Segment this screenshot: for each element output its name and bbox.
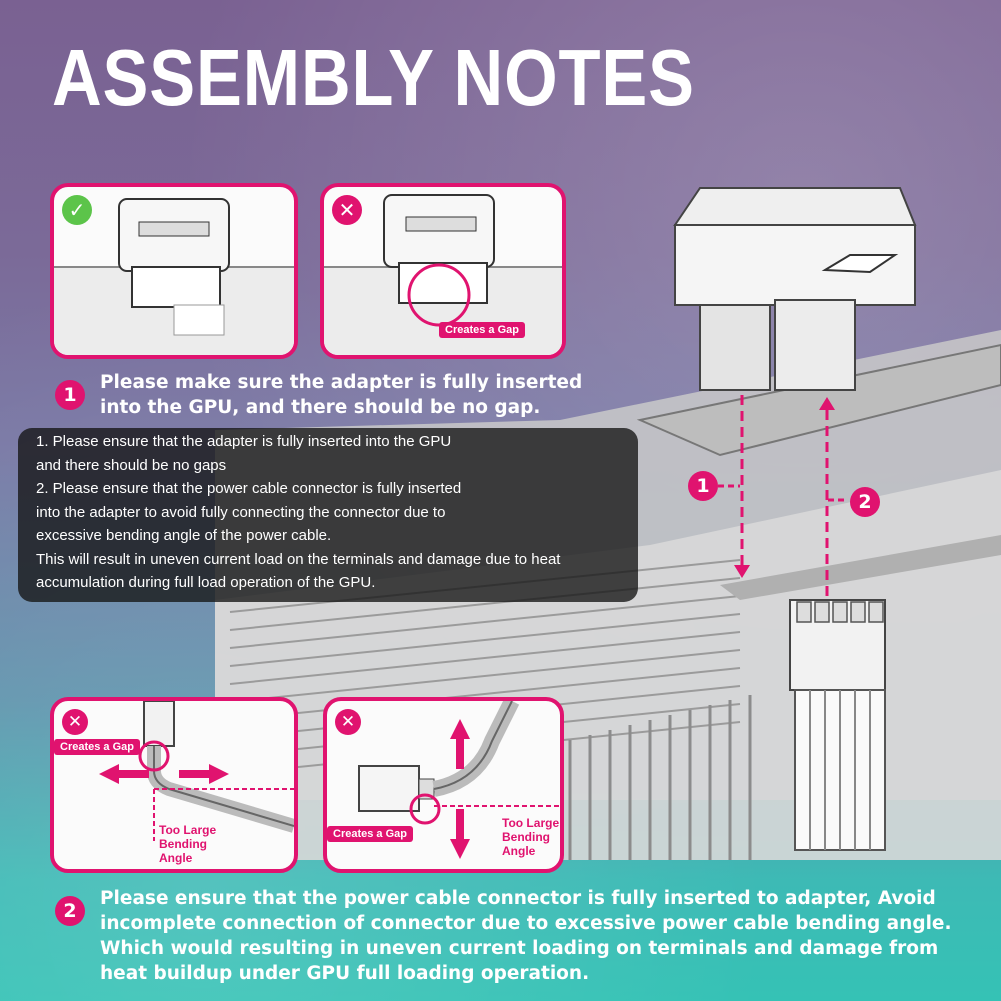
too-large-angle-label: Too Large Bending Angle <box>502 816 559 858</box>
angle-label-line-3: Angle <box>502 844 536 858</box>
angle-label-line-3: Angle <box>159 851 193 865</box>
angle-label-line-1: Too Large <box>502 816 560 830</box>
creates-gap-label: Creates a Gap <box>439 322 525 338</box>
cross-icon: ✕ <box>332 195 362 225</box>
overlay-line-3: 2. Please ensure that the power cable co… <box>36 480 462 497</box>
panel-correct-insertion: ✓ <box>50 183 298 359</box>
cross-icon: ✕ <box>62 709 88 735</box>
translation-overlay: 1. Please ensure that the adapter is ful… <box>18 428 638 602</box>
diagram-step-2-marker: 2 <box>850 487 880 517</box>
check-icon: ✓ <box>62 195 92 225</box>
angle-label-line-2: Bending <box>159 837 207 851</box>
overlay-line-7: accumulation during full load operation … <box>36 574 376 591</box>
diagram-step-1-marker: 1 <box>688 471 718 501</box>
cross-icon: ✕ <box>335 709 361 735</box>
angle-label-line-1: Too Large <box>159 823 217 837</box>
overlay-line-4: into the adapter to avoid fully connecti… <box>36 503 446 521</box>
creates-gap-label: Creates a Gap <box>54 739 140 755</box>
overlay-line-2: and there should be no gaps <box>36 456 227 474</box>
overlay-line-5: excessive bending angle of the power cab… <box>36 527 332 544</box>
panel-bending-angle-right: ✕ Creates a Gap Too Large Bending Angle <box>323 697 564 873</box>
panel-gap-insertion: ✕ Creates a Gap <box>320 183 566 359</box>
step-1-badge: 1 <box>55 380 85 410</box>
angle-label-line-2: Bending <box>502 830 550 844</box>
page-title: ASSEMBLY NOTES <box>52 33 695 122</box>
overlay-line-1: 1. Please ensure that the adapter is ful… <box>36 433 452 450</box>
step-2-text: Please ensure that the power cable conne… <box>100 888 952 984</box>
step-2-badge: 2 <box>55 896 85 926</box>
step-1-text: Please make sure the adapter is fully in… <box>100 372 583 418</box>
overlay-line-6: This will result in uneven current load … <box>36 550 561 568</box>
creates-gap-label: Creates a Gap <box>327 826 413 842</box>
too-large-angle-label: Too Large Bending Angle <box>159 823 216 865</box>
panel-bending-angle-left: ✕ Creates a Gap Too Large Bending Angle <box>50 697 298 873</box>
